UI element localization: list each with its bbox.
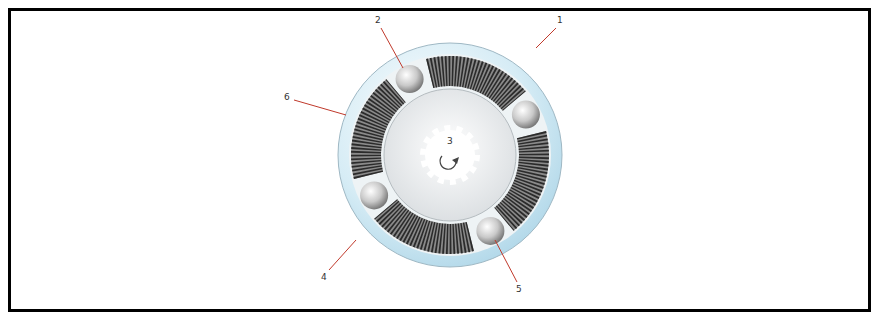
leader-lines — [294, 28, 556, 282]
callout-number: 6 — [284, 92, 290, 103]
gear — [423, 128, 477, 182]
rollers — [360, 65, 540, 245]
callout-number: 2 — [375, 15, 381, 26]
roller-channel — [349, 54, 551, 256]
rotation-arrow — [440, 156, 459, 169]
callout-number: 3 — [447, 136, 453, 147]
callout-number: 4 — [321, 272, 327, 283]
inner-hub — [384, 89, 516, 221]
outer-ring — [338, 43, 562, 267]
springs — [366, 71, 534, 239]
callout-number: 1 — [557, 15, 563, 26]
callout-number: 5 — [516, 284, 522, 295]
